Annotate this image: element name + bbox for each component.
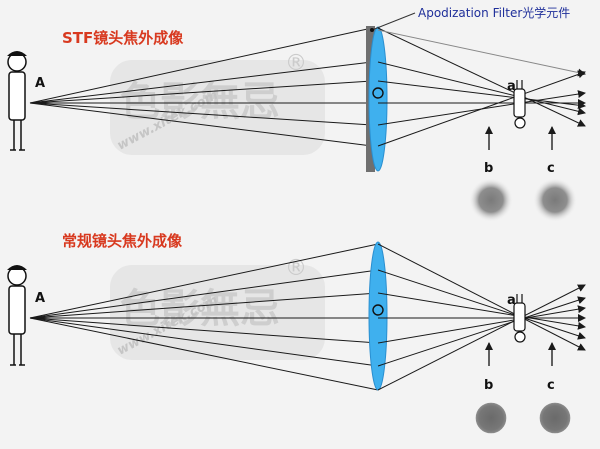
bokeh-c: [533, 178, 577, 222]
bokeh-c: [539, 402, 571, 434]
bokeh-b: [469, 178, 513, 222]
plane-b-label: b: [484, 378, 493, 393]
lens: [368, 241, 388, 391]
panel-title: 常规镜头焦外成像: [62, 232, 183, 250]
focus-label: a: [507, 79, 516, 94]
object-label: A: [35, 291, 45, 306]
outer-ray: [377, 29, 586, 77]
stick-figure: [7, 51, 27, 151]
bokeh-b: [475, 402, 507, 434]
focus-label: a: [507, 293, 516, 308]
panel-conventional: 常规镜头焦外成像 A: [7, 232, 586, 434]
lens-center-mark: [372, 87, 384, 99]
incoming-rays: [29, 27, 373, 147]
object-label: A: [35, 76, 45, 91]
panel-title: STF镜头焦外成像: [62, 29, 184, 47]
plane-c-label: c: [547, 378, 555, 393]
inverted-image: [513, 294, 526, 343]
watermark-bottom: 色影無忌 ® www.xitek.com: [110, 256, 325, 360]
inverted-image: [513, 80, 526, 129]
lens-center-mark: [372, 304, 384, 316]
plane-b-label: b: [484, 161, 493, 176]
filter-callout: Apodization Filter光学元件: [418, 5, 570, 20]
panel-stf: STF镜头焦外成像 A Apodization Filter光学: [7, 5, 586, 222]
callout-dot: [370, 28, 374, 32]
incoming-rays: [29, 243, 379, 391]
outgoing-rays: [377, 27, 586, 147]
callout-line: [371, 12, 416, 31]
watermark-registered: ®: [285, 51, 307, 76]
stick-figure: [7, 265, 27, 366]
lens: [368, 26, 388, 172]
plane-c-label: c: [547, 161, 555, 176]
outgoing-rays: [377, 243, 586, 391]
